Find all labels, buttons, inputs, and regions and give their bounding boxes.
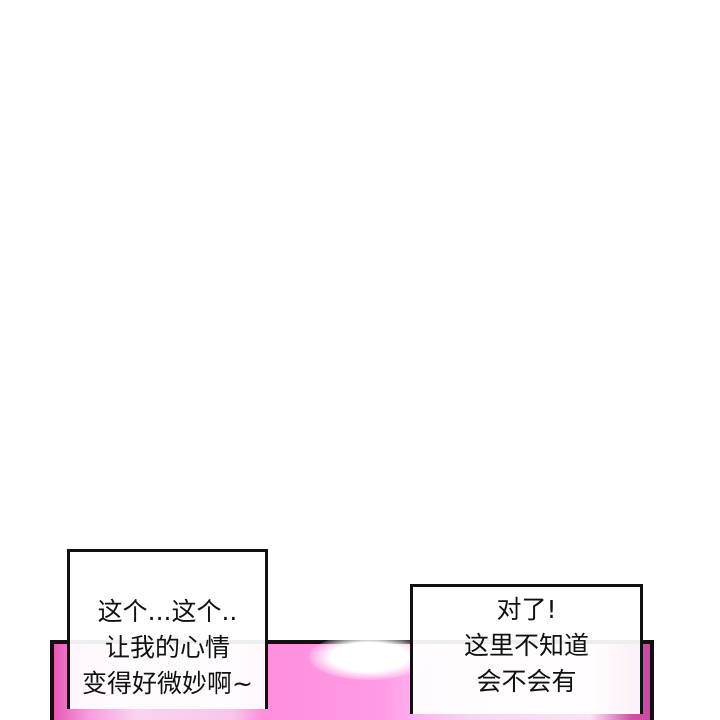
light-glow xyxy=(309,634,429,680)
bubble-text-line: 对了! xyxy=(496,595,557,624)
speech-bubble-right: 对了! 这里不知道 会不会有 xyxy=(410,584,643,714)
bubble-text-line: 这个...这个.. xyxy=(97,597,238,626)
bubble-text-line: 这里不知道 xyxy=(463,631,589,660)
bubble-text-line: 让我的心情 xyxy=(104,633,230,662)
speech-bubble-left: 这个...这个.. 让我的心情 变得好微妙啊~ xyxy=(67,549,268,709)
bubble-text-line: 会不会有 xyxy=(476,667,577,696)
bubble-text-line: 变得好微妙啊~ xyxy=(82,669,253,698)
